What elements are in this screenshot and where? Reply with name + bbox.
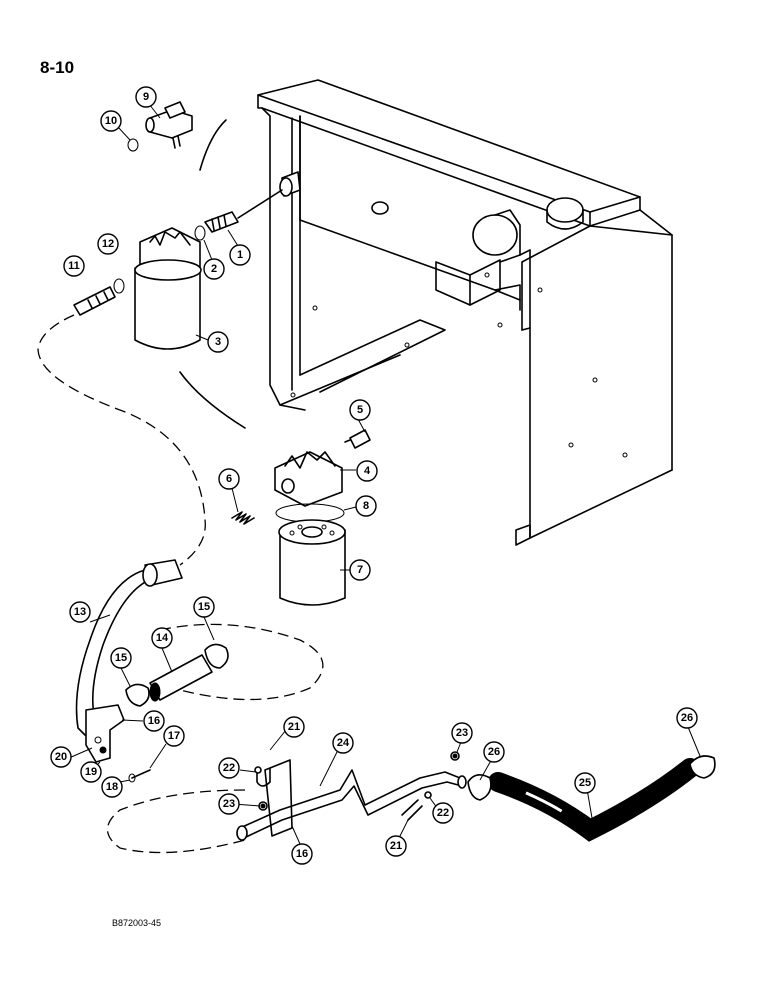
figure-code: B872003-45 <box>112 918 162 928</box>
callout-21b: 21 <box>385 835 407 857</box>
svg-text:3: 3 <box>215 336 221 348</box>
callout-16a: 16 <box>143 710 165 732</box>
svg-text:17: 17 <box>168 730 180 742</box>
callout-3: 3 <box>207 331 229 353</box>
svg-text:16: 16 <box>296 848 308 860</box>
callout-21a: 21 <box>283 716 305 738</box>
svg-text:13: 13 <box>74 606 86 618</box>
svg-text:23: 23 <box>223 798 235 810</box>
hose-tube-assembly <box>37 314 716 854</box>
svg-text:14: 14 <box>156 632 169 644</box>
callout-1: 1 <box>229 244 251 266</box>
callout-7: 7 <box>349 559 371 581</box>
callout-26b: 26 <box>676 707 698 729</box>
callout-8: 8 <box>355 495 377 517</box>
svg-text:25: 25 <box>579 777 591 789</box>
svg-text:9: 9 <box>143 91 149 103</box>
callout-23b: 23 <box>218 793 240 815</box>
callout-24: 24 <box>332 732 354 754</box>
filter-assembly-top <box>73 101 283 429</box>
svg-text:21: 21 <box>390 840 402 852</box>
svg-text:24: 24 <box>337 737 350 749</box>
svg-text:22: 22 <box>223 762 235 774</box>
callout-16b: 16 <box>291 843 313 865</box>
callout-13: 13 <box>69 601 91 623</box>
svg-text:26: 26 <box>681 712 693 724</box>
callout-10: 10 <box>100 110 122 132</box>
callout-22a: 22 <box>218 757 240 779</box>
callout-12: 12 <box>97 233 119 255</box>
svg-text:23: 23 <box>456 727 468 739</box>
svg-text:7: 7 <box>357 564 363 576</box>
svg-text:5: 5 <box>357 404 363 416</box>
callout-18: 18 <box>101 776 123 798</box>
svg-text:22: 22 <box>437 807 449 819</box>
callout-2: 2 <box>203 258 225 280</box>
callout-22b: 22 <box>432 802 454 824</box>
callout-23a: 23 <box>451 722 473 744</box>
callout-26a: 26 <box>483 741 505 763</box>
svg-text:10: 10 <box>105 115 117 127</box>
callout-leaders <box>68 103 701 845</box>
callout-20: 20 <box>50 746 72 768</box>
callout-11: 11 <box>63 255 85 277</box>
svg-text:1: 1 <box>237 249 243 261</box>
callout-9: 9 <box>135 86 157 108</box>
svg-text:12: 12 <box>102 238 114 250</box>
hydraulic-reservoir-frame <box>257 79 673 546</box>
callout-17: 17 <box>163 725 185 747</box>
svg-text:18: 18 <box>106 781 118 793</box>
svg-text:19: 19 <box>85 766 97 778</box>
svg-text:15: 15 <box>115 652 127 664</box>
filter-assembly-lower <box>231 429 371 606</box>
svg-text:21: 21 <box>288 721 300 733</box>
svg-text:4: 4 <box>364 465 371 477</box>
svg-text:6: 6 <box>226 473 232 485</box>
callout-5: 5 <box>349 399 371 421</box>
callout-19: 19 <box>80 761 102 783</box>
svg-text:11: 11 <box>68 260 80 272</box>
callout-15b: 15 <box>110 647 132 669</box>
callout-14: 14 <box>151 627 173 649</box>
svg-text:2: 2 <box>211 263 217 275</box>
callout-4: 4 <box>356 460 378 482</box>
callout-25: 25 <box>574 772 596 794</box>
callout-6: 6 <box>218 468 240 490</box>
svg-text:16: 16 <box>148 715 160 727</box>
svg-text:20: 20 <box>55 751 67 763</box>
svg-text:15: 15 <box>198 601 210 613</box>
page-label: 8-10 <box>40 58 75 77</box>
callout-15a: 15 <box>193 596 215 618</box>
svg-text:8: 8 <box>363 500 369 512</box>
svg-text:26: 26 <box>488 746 500 758</box>
